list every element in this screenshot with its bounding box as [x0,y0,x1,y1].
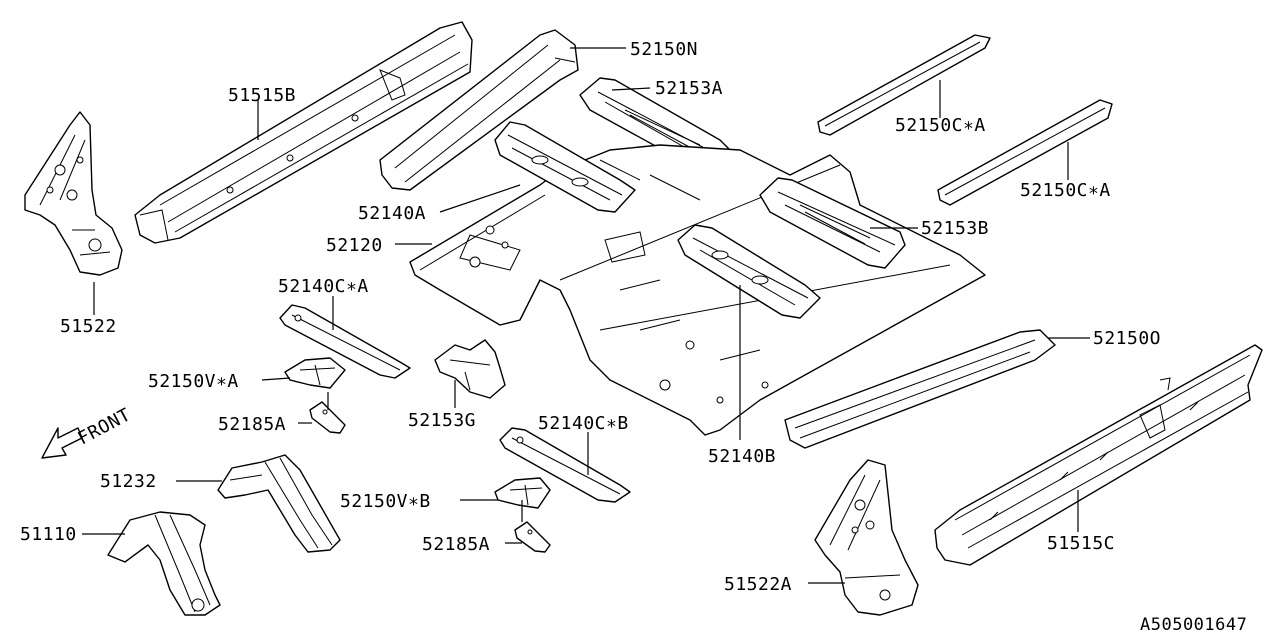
label-52185A-lower: 52185A [422,534,490,555]
part-52185A-lower [514,521,551,553]
leader-lines [82,47,1090,584]
part-52150CA-upper [817,34,991,136]
label-52120: 52120 [326,235,383,256]
part-52150VB [494,477,551,509]
label-52153B: 52153B [921,218,989,239]
part-52140CB [499,427,631,503]
label-52150CA-lower: 52150C∗A [1020,180,1111,201]
label-51522A: 51522A [724,574,792,595]
part-51515C [934,344,1263,566]
label-51515C: 51515C [1047,533,1115,554]
label-52150VA: 52150V∗A [148,371,239,392]
front-arrow-icon [41,427,83,459]
part-52153G [434,339,506,399]
label-52140B: 52140B [708,446,776,467]
label-52150CA-upper: 52150C∗A [895,115,986,136]
label-52140A: 52140A [358,203,426,224]
part-52150O [784,329,1056,449]
label-52150VB: 52150V∗B [340,491,431,512]
label-51515B: 51515B [228,85,296,106]
label-52140CB: 52140C∗B [538,413,629,434]
label-52185A-upper: 52185A [218,414,286,435]
part-52140CA [279,304,411,379]
part-51232 [217,454,341,553]
part-52150VA [284,357,346,389]
label-52150O: 52150O [1093,328,1161,349]
label-52153A: 52153A [655,78,723,99]
part-51110 [107,511,221,616]
part-52153B [759,177,906,269]
reference-code: A505001647 [1140,615,1247,635]
label-51110: 51110 [20,524,77,545]
label-52153G: 52153G [408,410,476,431]
part-52150N [379,29,579,191]
part-51515B [134,21,473,244]
label-51232: 51232 [100,471,157,492]
part-52140A [494,121,636,213]
part-52140B [677,224,821,319]
part-52150CA-lower [937,99,1113,206]
label-52150N: 52150N [630,39,698,60]
label-52140CA: 52140C∗A [278,276,369,297]
label-51522: 51522 [60,316,117,337]
part-52185A-upper [309,401,346,434]
front-label: FRONT [74,404,134,449]
part-51522 [24,111,123,276]
part-51522A [814,459,919,616]
